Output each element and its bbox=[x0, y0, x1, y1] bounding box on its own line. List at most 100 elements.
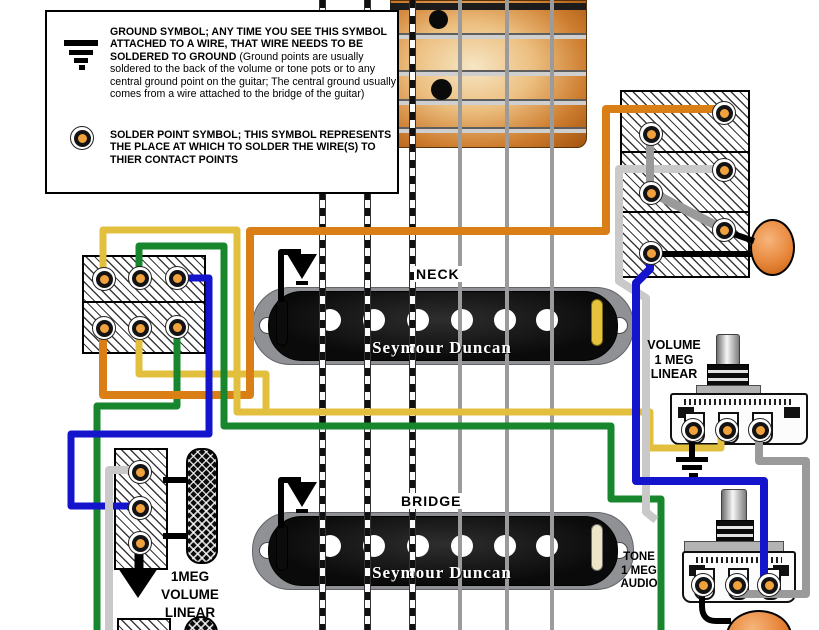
solder-point bbox=[128, 496, 152, 520]
volume-pot-label-line: VOLUME bbox=[647, 338, 701, 352]
solder-point bbox=[757, 573, 781, 597]
volume-pot-texture bbox=[684, 399, 794, 405]
wire-green-switch-bottom-right bbox=[93, 330, 181, 630]
legend-box: GROUND SYMBOL; ANY TIME YOU SEE THIS SYM… bbox=[45, 10, 399, 194]
wire-orange-main bbox=[99, 105, 719, 399]
bridge-pickup-pole bbox=[451, 535, 473, 557]
volume-pot-bushing bbox=[707, 364, 749, 389]
bridge-pickup-label: BRIDGE bbox=[399, 493, 464, 509]
wire-yellow-main bbox=[99, 226, 725, 452]
solder-point bbox=[715, 418, 739, 442]
solder-point bbox=[128, 316, 152, 340]
guitar-string-plain bbox=[550, 0, 554, 630]
legend-ground-bold: GROUND SYMBOL; ANY TIME YOU SEE THIS SYM… bbox=[110, 26, 387, 63]
volume-ground-icon bbox=[676, 457, 708, 462]
wire-green-main bbox=[135, 242, 665, 630]
leftvol-ground-arrow-icon bbox=[118, 568, 158, 598]
solder-point bbox=[691, 573, 715, 597]
partial-box bbox=[117, 618, 171, 630]
solder-point bbox=[681, 418, 705, 442]
bridge-ground-arrow-icon bbox=[287, 482, 317, 507]
solder-point bbox=[712, 218, 736, 242]
neck-ground-bar bbox=[296, 281, 308, 285]
fret-marker-dot bbox=[429, 10, 448, 29]
ground-symbol-icon bbox=[74, 58, 88, 63]
solder-point bbox=[748, 418, 772, 442]
tone-pot-mark bbox=[773, 565, 789, 576]
ground-symbol-icon bbox=[79, 65, 85, 70]
left-volume-label-line: VOLUME bbox=[161, 587, 219, 602]
guitar-string-wound bbox=[409, 0, 416, 630]
volume-ground-icon bbox=[689, 473, 698, 477]
wire-black-bridge-ground bbox=[278, 477, 301, 528]
volume-ground-icon bbox=[682, 465, 702, 470]
capacitor bbox=[750, 219, 795, 276]
tone-pot-label: TONE 1 MEG AUDIO bbox=[614, 551, 664, 592]
bridge-ground-bar bbox=[296, 509, 308, 513]
solder-point bbox=[639, 122, 663, 146]
solder-point bbox=[128, 460, 152, 484]
guitar-string-wound bbox=[319, 0, 326, 630]
solder-point bbox=[128, 531, 152, 555]
volume-pot-mark bbox=[784, 407, 800, 418]
solder-point bbox=[639, 241, 663, 265]
legend-solder-text: SOLDER POINT SYMBOL; THIS SYMBOL REPRESE… bbox=[110, 129, 398, 166]
legend-solder-bold: SOLDER POINT SYMBOL; THIS SYMBOL REPRESE… bbox=[110, 129, 392, 166]
volume-pot-label-line: 1 MEG bbox=[654, 352, 694, 367]
wire-gray-volume-to-tone bbox=[733, 434, 810, 598]
wire-black-neck-ground bbox=[278, 249, 301, 302]
neck-pickup-hot-lead bbox=[591, 299, 603, 346]
volume-pot-label: VOLUME 1 MEG LINEAR bbox=[640, 338, 708, 382]
fret bbox=[391, 70, 586, 76]
wire-yellow-switch-bottom-mid bbox=[135, 330, 270, 413]
guitar-fretboard bbox=[390, 0, 587, 148]
solder-point bbox=[712, 158, 736, 182]
solder-point bbox=[712, 101, 736, 125]
ground-symbol-icon bbox=[69, 50, 93, 55]
neck-pickup-label: NECK bbox=[414, 266, 462, 282]
guitar-string-wound bbox=[364, 0, 371, 630]
left-volume-knurled-pot bbox=[186, 448, 218, 564]
solder-point bbox=[165, 315, 189, 339]
solder-point bbox=[725, 573, 749, 597]
left-volume-label-line: 1MEG bbox=[170, 569, 210, 584]
wire-black-tone-to-cap bbox=[699, 586, 731, 624]
pot-connector bbox=[163, 477, 187, 483]
fret bbox=[391, 33, 586, 39]
fret-marker-dot bbox=[431, 79, 452, 100]
neck-pickup-pole bbox=[451, 309, 473, 331]
solder-point-symbol-icon bbox=[70, 126, 94, 150]
bridge-pickup-hot-lead bbox=[591, 524, 603, 571]
left-volume-label-line: LINEAR bbox=[164, 605, 216, 620]
left-volume-label: 1MEG VOLUME LINEAR bbox=[152, 568, 228, 622]
wire-gray-switch-diagonal bbox=[648, 187, 724, 233]
guitar-string-plain bbox=[458, 0, 462, 630]
wire-blue-left-loop bbox=[67, 274, 213, 510]
volume-pot-label-line: LINEAR bbox=[650, 367, 698, 381]
fretboard-nut bbox=[390, 3, 586, 10]
right-switch-divider bbox=[620, 151, 750, 153]
guitar-string-plain bbox=[505, 0, 509, 630]
ground-symbol-icon bbox=[64, 40, 98, 46]
pot-connector bbox=[163, 533, 187, 539]
tone-pot-shaft bbox=[721, 489, 747, 524]
solder-point bbox=[165, 266, 189, 290]
neck-pickup-brand: Seymour Duncan bbox=[372, 338, 512, 357]
legend-ground-note: (Ground points are usually soldered to t… bbox=[110, 50, 397, 101]
neck-ground-arrow-icon bbox=[287, 254, 317, 279]
left-switch-divider bbox=[82, 301, 206, 303]
tone-pot-label-line: TONE bbox=[623, 551, 655, 563]
fret bbox=[391, 127, 586, 133]
tone-pot-label-line: 1 MEG bbox=[621, 564, 657, 577]
legend-ground-text: GROUND SYMBOL; ANY TIME YOU SEE THIS SYM… bbox=[110, 26, 398, 100]
solder-point bbox=[92, 316, 116, 340]
tone-pot-label-line: AUDIO bbox=[620, 578, 658, 590]
fret bbox=[391, 99, 586, 105]
tone-pot-texture bbox=[696, 557, 782, 563]
wire-blue-switch-to-tone bbox=[632, 255, 768, 578]
solder-point bbox=[128, 266, 152, 290]
bridge-pickup-brand: Seymour Duncan bbox=[372, 563, 512, 582]
solder-point bbox=[92, 267, 116, 291]
wire-gray-left-down bbox=[105, 466, 136, 630]
